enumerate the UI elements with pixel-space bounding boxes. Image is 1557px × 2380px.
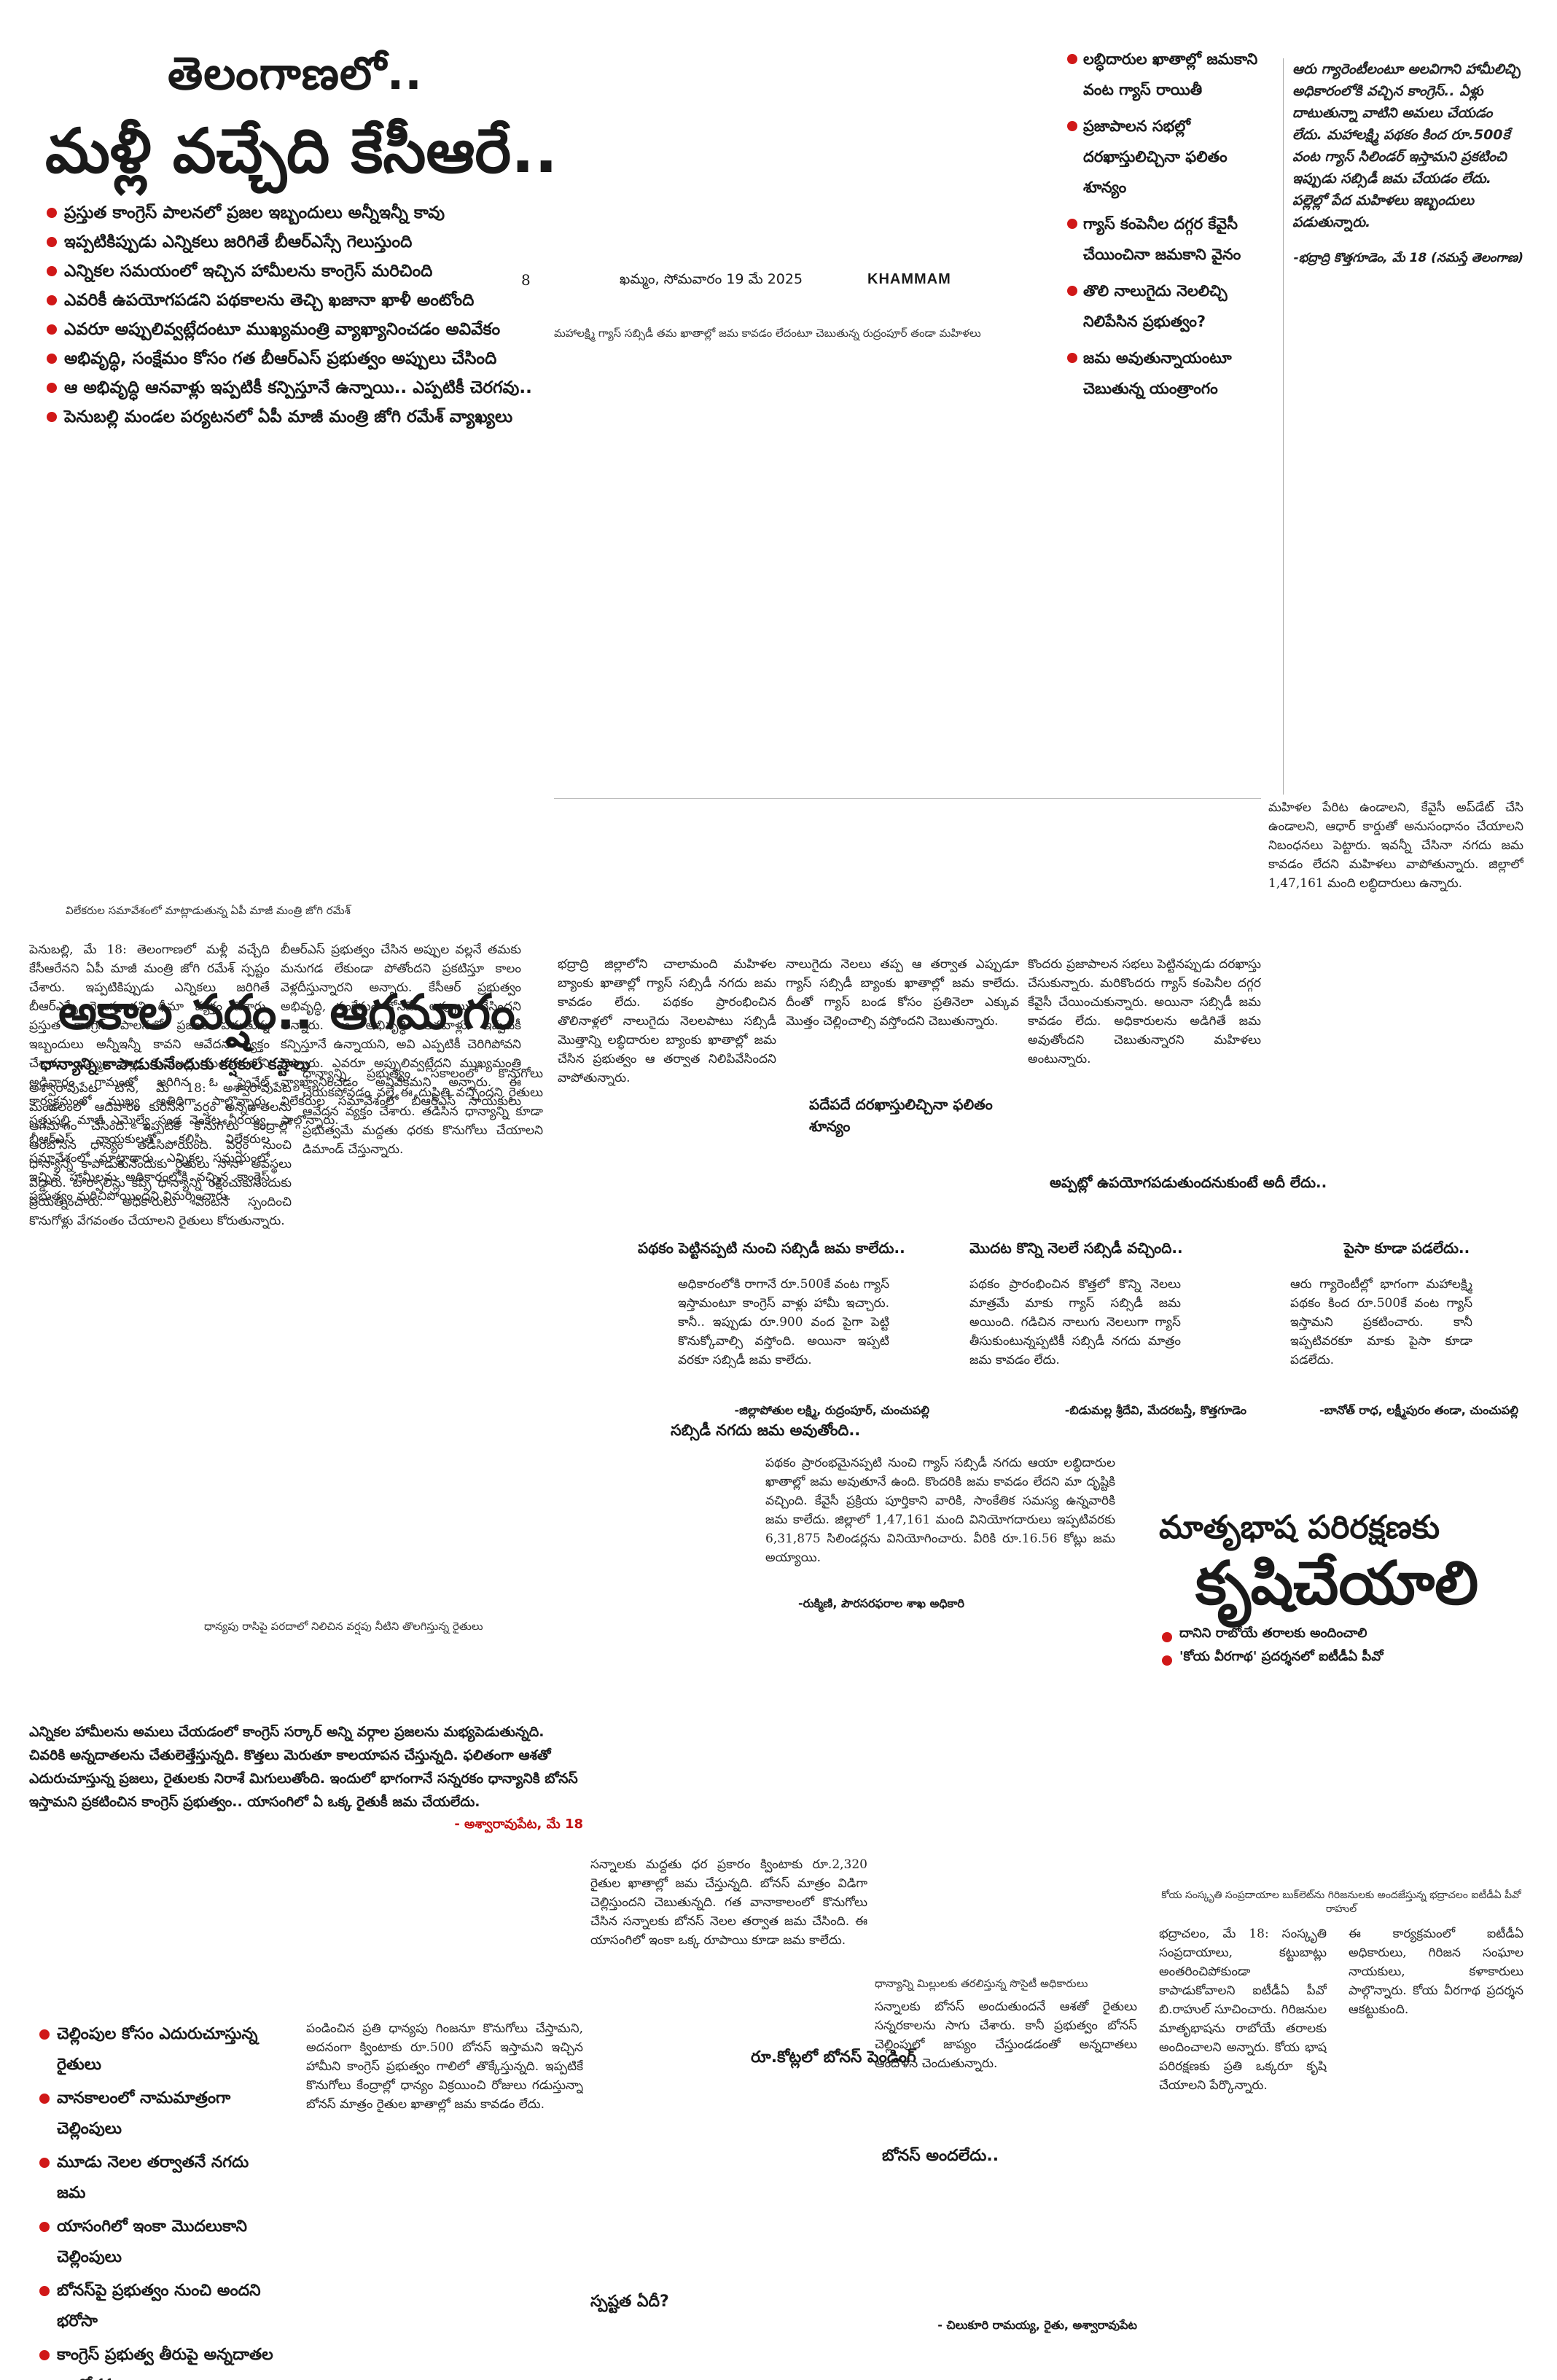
- paddy-col-c-subhead: బోనస్‌ అందలేదు..: [882, 2147, 999, 2165]
- gas-quote-2-text: పథకం ప్రారంభించిన కొత్తలో కొన్ని నెలలు మ…: [969, 1277, 1181, 1367]
- paddy-col-a-photo: [306, 2143, 583, 2146]
- gas-quote-4-text: పథకం ప్రారంభమైనప్పటి నుంచి గ్యాస్‌ సబ్సి…: [765, 1456, 1115, 1565]
- mt-bullet: దానిని రాబోయే తరాలకు అందించాలి: [1159, 1622, 1523, 1645]
- rain-photo-caption: ధాన్యపు రాసిపై పరదాలో నిలిచిన వర్షపు నీట…: [204, 1620, 483, 1633]
- gas-official-photo: [948, 1626, 1130, 1631]
- gas-side-bullet: గ్యాస్‌ కంపెనీల దగ్గర కేవైసీ చేయించినా జ…: [1064, 208, 1268, 270]
- gas-quote-text: ఆరు గ్యారెంటీలంటూ అలవిగాని హామీలిచ్చి అధ…: [1292, 61, 1521, 230]
- page-number: 8: [521, 271, 531, 289]
- gas-side-bullet: లబ్ధిదారుల ఖాతాల్లో జమకాని వంట గ్యాస్‌ ర…: [1064, 44, 1268, 105]
- lead-bullet: అభివృద్ధి, సంక్షేమం కోసం గత బీఆర్‌ఎస్‌ ప…: [44, 344, 525, 373]
- gas-quote-1-text: అధికారంలోకి రాగానే రూ.500కే వంట గ్యాస్‌ …: [678, 1277, 889, 1367]
- rain-body-col-2: ధాన్యాన్ని ప్రభుత్వం సకాలంలో కొనుగోలు చే…: [303, 1066, 543, 1157]
- lead-photo-caption: విలేకరుల సమావేశంలో మాట్లాడుతున్న ఏపీ మాజ…: [66, 904, 351, 917]
- gas-col-b-subhead: పదేపదే దరఖాస్తులిచ్చినా ఫలితం శూన్యం: [809, 1096, 993, 1135]
- paddy-col-a-subhead: రూ.కోట్లలో బోనస్‌ పెండింగ్‌: [751, 2048, 916, 2067]
- mt-headline: కృషిచేయాలి: [1195, 1549, 1479, 1618]
- gas-photo: [554, 51, 1057, 262]
- gas-quote-3-text: ఆరు గ్యారెంటీల్లో భాగంగా మహాలక్ష్మి పథకం…: [1290, 1277, 1472, 1367]
- paddy-bullet: యాసంగిలో ఇంకా మొదలుకాని చెల్లింపులు: [36, 2212, 277, 2273]
- lead-bullet: ఇప్పటికిప్పుడు ఎన్నికలు జరిగితే బీఆర్‌ఎస…: [44, 227, 525, 257]
- gas-quote-2: మొదట కొన్ని నెలలే సబ్సిడీ వచ్చింది.. పథక…: [969, 1239, 1246, 1420]
- gas-quote-1-byline: -జిల్లాపోతుల లక్ష్మి, రుద్రంపూర్‌, చుంచు…: [734, 1403, 929, 1417]
- paddy-col-c-byline: - చిలుకూరి రామయ్య, రైతు, అశ్వారావుపేట: [937, 2318, 1137, 2332]
- rain-subhead: ధాన్యాన్ని కాపాడుకునేందుకు కర్షకుల కష్టా…: [40, 1056, 311, 1074]
- paddy-col-c-photo: [875, 1735, 1137, 1968]
- gas-quote-2-byline: -బిడుమల్ల శ్రీదేవి, మేదరబస్తీ, కొత్తగూడె…: [1064, 1403, 1246, 1417]
- gas-col-c: కొందరు ప్రజాపాలన సభలు పెట్టినప్పుడు దరఖా…: [1028, 957, 1261, 1066]
- gas-side-bullet: జమ అవుతున్నాయంటూ చెబుతున్న యంత్రాంగం: [1064, 343, 1268, 404]
- lead-bullet: ఆ అభివృద్ధి ఆనవాళ్లు ఇప్పటికీ కన్పిస్తూన…: [44, 373, 532, 402]
- paddy-col-c-subhead-2: స్పష్టత ఏదీ?: [590, 2293, 669, 2311]
- mt-col-b: ఈ కార్యక్రమంలో ఐటీడీఏ అధికారులు, గిరిజన …: [1349, 1927, 1523, 2017]
- gas-photo-lower: [554, 343, 1290, 787]
- lead-bullet: ఎన్నికల సమయంలో ఇచ్చిన హామీలను కాంగ్రెస్‌…: [44, 257, 525, 286]
- mt-col-a: భద్రాచలం, మే 18: సంస్కృతి సంప్రదాయాలు, క…: [1159, 1927, 1327, 2093]
- gas-side-bullet: తొలి నాలుగైదు నెలలిచ్చి నిలిపేసిన ప్రభుత…: [1064, 276, 1268, 337]
- paddy-col-b: సన్నాలకు మద్దతు ధర ప్రకారం క్వింటాకు రూ.…: [590, 1857, 867, 1948]
- gas-col-b: నాలుగైదు నెలలు తప్ప ఆ తర్వాత ఎప్పుడూ గ్య…: [786, 957, 1019, 1029]
- mt-kicker: మాతృభాష పరిరక్షణకు: [1159, 1509, 1440, 1546]
- gas-quote-3-byline: -బానోత్‌ రాధ, లక్ష్మీపురం తండా, చుంచుపల్…: [1319, 1403, 1518, 1417]
- lead-photo: [29, 467, 539, 882]
- lead-bullets: ప్రస్తుత కాంగ్రెస్‌ పాలనలో ప్రజల ఇబ్బందు…: [44, 198, 532, 432]
- gas-quote-2-title: మొదట కొన్ని నెలలే సబ్సిడీ వచ్చింది..: [969, 1239, 1183, 1257]
- lead-bullet: ప్రస్తుత కాంగ్రెస్‌ పాలనలో ప్రజల ఇబ్బందు…: [44, 198, 525, 227]
- gas-quote-3-title: పైసా కూడా పడలేదు..: [1343, 1239, 1470, 1257]
- gas-quote-byline: -భద్రాద్రి కొత్తగూడెం, మే 18 (నమస్తే తెల…: [1293, 251, 1523, 265]
- paddy-intro-byline: - అశ్వారావుపేట, మే 18: [454, 1817, 583, 1832]
- lead-body-col-2: బీఆర్‌ఎస్‌ ప్రభుత్వం చేసిన అప్పుల వల్లనే…: [281, 943, 521, 1128]
- gas-quote-box: ఆరు గ్యారెంటీలంటూ అలవిగాని హామీలిచ్చి అధ…: [1283, 58, 1523, 795]
- gas-quote-1-title: పథకం పెట్టినప్పటి నుంచి సబ్సిడీ జమ కాలేద…: [638, 1239, 905, 1257]
- paddy-col-c-caption: ధాన్యాన్ని మిల్లులకు తరలిస్తున్న సొసైటీ …: [875, 1977, 1088, 1990]
- gas-side-bullet: ప్రజాపాలన సభల్లో దరఖాస్తులిచ్చినా ఫలితం …: [1064, 111, 1268, 203]
- gas-quote-4: సబ్సిడీ నగదు జమ అవుతోంది.. పథకం ప్రారంభమ…: [671, 1421, 1123, 1613]
- lead-bullet: ఎవరూ అప్పులివ్వట్లేదంటూ ముఖ్యమంత్రి వ్యా…: [44, 315, 525, 344]
- divider: [554, 798, 1261, 799]
- rain-body-col-1: అశ్వారావుపేట టౌన్‌, మే 18: అశ్వారావుపేట …: [29, 1081, 292, 1228]
- gas-col-a: భద్రాద్రి జిల్లాలోని చాలామంది మహిళల బ్యా…: [558, 957, 776, 1085]
- paddy-col-a: పండించిన ప్రతి ధాన్యపు గింజనూ కొనుగోలు చ…: [306, 2021, 583, 2112]
- edition-name: KHAMMAM: [867, 271, 951, 287]
- lead-body-col-1: పెనుబల్లి, మే 18: తెలంగాణలో మళ్లీ వచ్చేద…: [29, 943, 270, 1203]
- lead-bullet: పెనుబల్లి మండల పర్యటనలో ఏపీ మాజీ మంత్రి …: [44, 402, 525, 432]
- gas-col-c-subhead: అప్పట్లో ఉపయోగపడుతుందనుకుంటే అదీ లేదు..: [1050, 1174, 1327, 1191]
- lead-headline: మళ్లీ వచ్చేది కేసీఆరే..: [45, 115, 558, 187]
- paddy-intro: ఎన్నికల హామీలను అమలు చేయడంలో కాంగ్రెస్‌ …: [29, 1720, 583, 1835]
- paddy-bullet: చెల్లింపుల కోసం ఎదురుచూస్తున్న రైతులు: [36, 2019, 277, 2080]
- gas-quote-4-title: సబ్సిడీ నగదు జమ అవుతోంది..: [671, 1421, 861, 1439]
- rain-headline: అకాల వర్షం.. ఆగమాగం: [58, 984, 515, 1040]
- mt-bullet: 'కోయ వీరగాథ' ప్రదర్శనలో ఐటీడీఏ పీవో: [1159, 1645, 1523, 1669]
- paddy-col-c: సన్నాలకు బోనస్‌ అందుతుందనే ఆశతో రైతులు స…: [875, 1999, 1137, 2071]
- mt-bullets: దానిని రాబోయే తరాలకు అందించాలి 'కోయ వీరగ…: [1159, 1622, 1523, 1669]
- paddy-intro-text: ఎన్నికల హామీలను అమలు చేయడంలో కాంగ్రెస్‌ …: [29, 1724, 578, 1810]
- paddy-bullets: చెల్లింపుల కోసం ఎదురుచూస్తున్న రైతులు వా…: [36, 2019, 277, 2380]
- paddy-bullet: మూడు నెలల తర్వాతనే నగదు జమ: [36, 2147, 277, 2209]
- mt-photo: [1159, 1677, 1523, 1881]
- rain-photo: [29, 1319, 627, 1626]
- gas-col-d: మహిళల పేరిట ఉండాలని, కేవైసీ అప్‌డేట్‌ చే…: [1268, 800, 1523, 891]
- lead-kicker: తెలంగాణలో..: [168, 47, 423, 100]
- gas-side-bullets: లబ్ధిదారుల ఖాతాల్లో జమకాని వంట గ్యాస్‌ ర…: [1064, 44, 1268, 404]
- mt-photo-caption: కోయ సంస్కృతి సంప్రదాయాల బుక్‌లెట్‌ను గిర…: [1161, 1889, 1521, 1915]
- paddy-bullet: బోనస్‌పై ప్రభుత్వం నుంచి అందని భరోసా: [36, 2276, 277, 2337]
- paddy-bullet: వానకాలంలో నామమాత్రంగా చెల్లింపులు: [36, 2083, 277, 2145]
- gas-quote-4-byline: -రుక్మిణి, పౌరసరఫరాల శాఖ అధికారి: [798, 1596, 965, 1610]
- paddy-bullet: కాంగ్రెస్‌ ప్రభుత్వ తీరుపై అన్నదాతల ఆందో…: [36, 2340, 277, 2380]
- gas-quote-3: పైసా కూడా పడలేదు.. ఆరు గ్యారెంటీల్లో భాగ…: [1290, 1239, 1523, 1420]
- gas-photo-caption: మహాలక్ష్మి గ్యాస్‌ సబ్సిడీ తమ ఖాతాల్లో జ…: [554, 327, 981, 340]
- lead-bullet: ఎవరికీ ఉపయోగపడని పథకాలను తెచ్చి ఖజానా ఖా…: [44, 286, 525, 315]
- gas-quote-1: పథకం పెట్టినప్పటి నుంచి సబ్సిడీ జమ కాలేద…: [638, 1239, 929, 1420]
- date-line: ఖమ్మం, సోమవారం 19 మే 2025: [620, 271, 803, 287]
